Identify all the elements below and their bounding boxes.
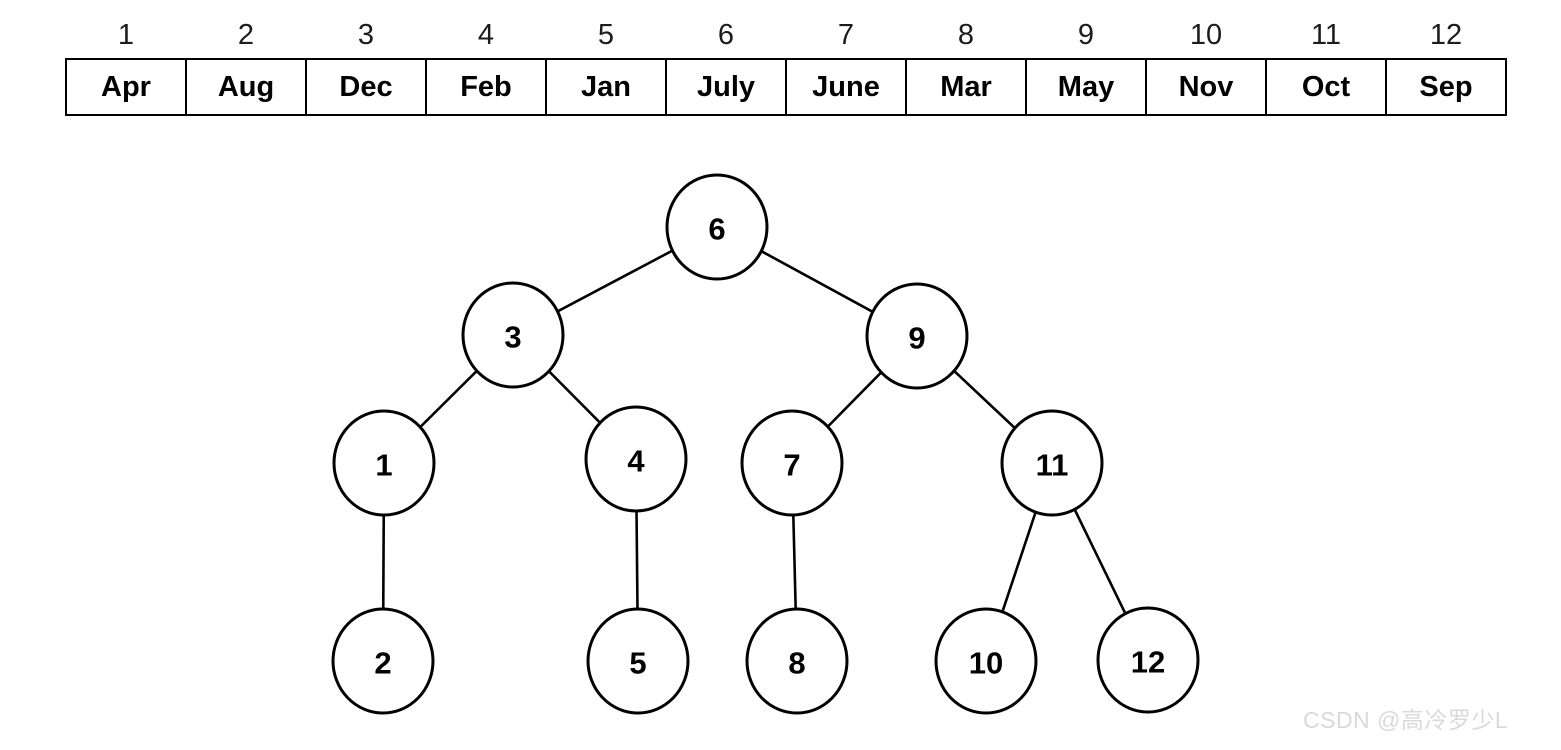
tree-node-12: 12 bbox=[1096, 606, 1200, 714]
index-cell-5: 5 bbox=[597, 18, 615, 51]
month-cell-june: June bbox=[785, 60, 905, 114]
tree-node-circle-3 bbox=[461, 281, 565, 389]
tree-node-circle-1 bbox=[332, 409, 436, 517]
index-cell-12: 12 bbox=[1429, 18, 1463, 51]
tree-node-label-9: 9 bbox=[908, 321, 925, 356]
month-cell-dec: Dec bbox=[305, 60, 425, 114]
tree-node-label-12: 12 bbox=[1131, 645, 1165, 680]
tree-node-label-3: 3 bbox=[504, 320, 521, 355]
tree-node-11: 11 bbox=[1000, 409, 1104, 517]
tree-node-circle-8 bbox=[745, 607, 849, 715]
tree-node-circle-5 bbox=[586, 607, 690, 715]
tree-node-circle-4 bbox=[584, 405, 688, 513]
index-cell-10: 10 bbox=[1189, 18, 1223, 51]
tree-node-3: 3 bbox=[461, 281, 565, 389]
index-cell-7: 7 bbox=[837, 18, 855, 51]
tree-node-4: 4 bbox=[584, 405, 688, 513]
month-cell-sep: Sep bbox=[1385, 60, 1505, 114]
index-cell-9: 9 bbox=[1077, 18, 1095, 51]
tree-node-circle-2 bbox=[331, 607, 435, 715]
tree-node-label-4: 4 bbox=[627, 444, 645, 479]
index-cell-6: 6 bbox=[717, 18, 735, 51]
tree-node-label-2: 2 bbox=[374, 646, 391, 681]
month-cell-july: July bbox=[665, 60, 785, 114]
month-cell-feb: Feb bbox=[425, 60, 545, 114]
month-cell-mar: Mar bbox=[905, 60, 1025, 114]
watermark: CSDN @高冷罗少L bbox=[1303, 707, 1509, 733]
month-cell-jan: Jan bbox=[545, 60, 665, 114]
tree-node-9: 9 bbox=[865, 282, 969, 390]
index-cell-2: 2 bbox=[237, 18, 255, 51]
tree-node-circle-12 bbox=[1096, 606, 1200, 714]
tree-node-8: 8 bbox=[745, 607, 849, 715]
month-cell-may: May bbox=[1025, 60, 1145, 114]
month-cell-nov: Nov bbox=[1145, 60, 1265, 114]
index-cell-8: 8 bbox=[957, 18, 975, 51]
tree-node-label-1: 1 bbox=[375, 448, 392, 483]
tree-node-label-5: 5 bbox=[629, 646, 646, 681]
tree-node-2: 2 bbox=[331, 607, 435, 715]
tree-node-1: 1 bbox=[332, 409, 436, 517]
tree-node-6: 6 bbox=[665, 173, 769, 281]
tree-node-circle-7 bbox=[740, 409, 844, 517]
index-cell-4: 4 bbox=[477, 18, 495, 51]
index-cell-11: 11 bbox=[1310, 18, 1342, 51]
tree-node-circle-9 bbox=[865, 282, 969, 390]
index-cell-3: 3 bbox=[357, 18, 375, 51]
tree-node-circle-10 bbox=[934, 607, 1038, 715]
tree-node-label-6: 6 bbox=[708, 212, 725, 247]
month-cell-apr: Apr bbox=[101, 70, 151, 103]
tree-node-label-10: 10 bbox=[969, 646, 1003, 681]
month-cell-aug: Aug bbox=[185, 60, 305, 114]
tree-node-7: 7 bbox=[740, 409, 844, 517]
index-cell-1: 1 bbox=[117, 18, 135, 51]
tree-node-5: 5 bbox=[586, 607, 690, 715]
tree-node-circle-6 bbox=[665, 173, 769, 281]
tree-node-label-11: 11 bbox=[1036, 448, 1069, 483]
tree-node-circle-11 bbox=[1000, 409, 1104, 517]
tree-node-10: 10 bbox=[934, 607, 1038, 715]
tree-node-label-8: 8 bbox=[788, 646, 805, 681]
month-cell-oct: Oct bbox=[1265, 60, 1385, 114]
tree-node-label-7: 7 bbox=[783, 448, 800, 483]
